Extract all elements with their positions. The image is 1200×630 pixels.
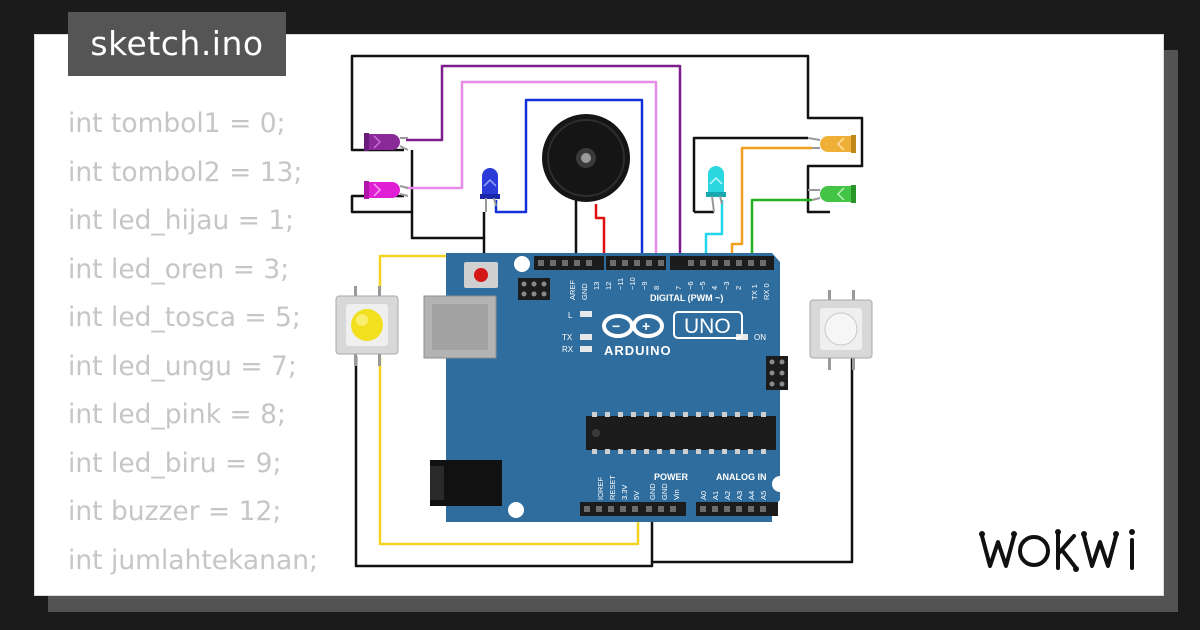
- svg-text:A5: A5: [759, 491, 768, 500]
- digital-label: DIGITAL (PWM ~): [650, 293, 723, 303]
- svg-text:AREF: AREF: [568, 280, 577, 300]
- wire-yellow-bottom: [378, 356, 640, 546]
- svg-text:GND: GND: [648, 483, 657, 500]
- pushbutton-white[interactable]: [809, 290, 873, 370]
- analog-label: ANALOG IN: [716, 472, 767, 482]
- code-line: int tombol2 = 13;: [68, 156, 303, 188]
- atmega-chip: [586, 416, 776, 450]
- arduino-logo: [602, 314, 664, 338]
- led-magenta[interactable]: [364, 181, 409, 199]
- svg-text:2: 2: [734, 286, 743, 290]
- code-line: int jumlahtekanan;: [68, 544, 318, 576]
- sketch-filename-tab[interactable]: sketch.ino: [68, 12, 286, 76]
- led-orange[interactable]: [807, 135, 856, 153]
- svg-text:4: 4: [710, 286, 719, 290]
- code-line: int buzzer = 12;: [68, 496, 282, 527]
- svg-text:3.3V: 3.3V: [620, 485, 629, 500]
- code-line: int tombol1 = 0;: [68, 108, 286, 139]
- svg-text:12: 12: [604, 282, 613, 290]
- top-pin-labels: AREF GND 13 12 ~11 ~10 ~9 8 7 ~6 ~5 4 ~3…: [568, 277, 771, 300]
- svg-text:~9: ~9: [640, 281, 649, 290]
- code-preview: int tombol1 = 0; int tombol2 = 13; int l…: [68, 100, 318, 585]
- board-model: UNO: [684, 315, 731, 338]
- led-blue[interactable]: [480, 168, 500, 212]
- code-line: int led_oren = 3;: [68, 253, 290, 285]
- wire-ground-blue-led: [410, 212, 486, 240]
- digital-header-high: [534, 256, 604, 270]
- svg-text:A4: A4: [747, 491, 756, 500]
- wire-pink: [406, 80, 658, 264]
- wokwi-logo[interactable]: [976, 526, 1152, 576]
- icsp-header: [518, 278, 550, 300]
- svg-text:A1: A1: [711, 491, 720, 500]
- led-cyan[interactable]: [706, 166, 726, 213]
- svg-text:−: −: [612, 318, 620, 334]
- wire-button1-gnd: [354, 356, 654, 568]
- code-line: int led_tosca = 5;: [68, 302, 301, 333]
- on-label: ON: [754, 333, 766, 342]
- svg-text:7: 7: [674, 286, 683, 290]
- wire-green: [750, 198, 812, 264]
- svg-text:13: 13: [592, 282, 601, 290]
- led-label-tx: TX: [562, 333, 573, 342]
- digital-header-low: [670, 256, 774, 270]
- svg-text:A2: A2: [723, 491, 732, 500]
- svg-text:GND: GND: [660, 483, 669, 500]
- wire-blue: [494, 98, 644, 264]
- buzzer[interactable]: [542, 114, 630, 202]
- wire-cyan: [704, 200, 724, 264]
- arduino-uno-board: − + UNO ARDUINO DIGITAL (PWM ~) POWER AN…: [423, 253, 788, 522]
- svg-text:~6: ~6: [686, 281, 695, 290]
- svg-text:+: +: [642, 318, 650, 334]
- wire-ground-right: [692, 136, 808, 212]
- wire-purple: [406, 64, 682, 264]
- led-green[interactable]: [808, 185, 856, 203]
- svg-text:TX 1: TX 1: [750, 284, 759, 300]
- board-name: ARDUINO: [604, 343, 672, 358]
- svg-text:A3: A3: [735, 491, 744, 500]
- svg-text:5V: 5V: [632, 491, 641, 500]
- wire-red: [594, 204, 606, 264]
- svg-text:RX 0: RX 0: [762, 283, 771, 300]
- led-purple[interactable]: [364, 133, 409, 151]
- code-line: int led_ungu = 7;: [68, 350, 297, 382]
- code-line: int led_pink = 8;: [68, 399, 286, 430]
- code-line: int led_hijau = 1;: [68, 205, 295, 236]
- svg-text:~11: ~11: [616, 278, 625, 290]
- svg-text:~5: ~5: [698, 281, 707, 290]
- svg-text:IOREF: IOREF: [596, 477, 605, 500]
- svg-text:8: 8: [652, 286, 661, 290]
- led-label-rx: RX: [562, 345, 574, 354]
- wire-ground-left: [350, 150, 414, 214]
- pushbutton-yellow[interactable]: [335, 286, 399, 366]
- svg-text:~10: ~10: [628, 277, 637, 290]
- svg-text:RESET: RESET: [608, 475, 617, 500]
- bottom-pin-labels: IOREF RESET 3.3V 5V GND GND Vin A0 A1 A2…: [596, 475, 768, 500]
- led-label-l: L: [568, 311, 573, 320]
- svg-text:~3: ~3: [722, 281, 731, 290]
- svg-text:A0: A0: [699, 491, 708, 500]
- wire-button2-gnd: [652, 356, 854, 564]
- code-line: int led_biru = 9;: [68, 447, 282, 479]
- power-label: POWER: [654, 472, 689, 482]
- wire-orange: [730, 146, 812, 264]
- svg-text:Vin: Vin: [672, 489, 681, 500]
- wires: [350, 54, 864, 568]
- svg-text:GND: GND: [580, 283, 589, 300]
